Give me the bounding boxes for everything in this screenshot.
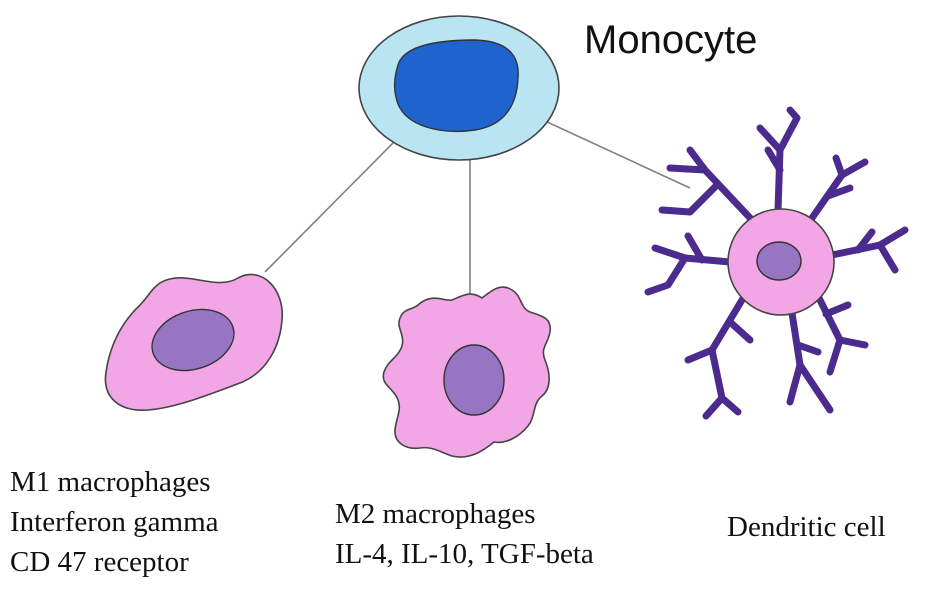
m2-name: M2 macrophages xyxy=(335,498,536,530)
m2-line2: IL-4, IL-10, TGF-beta xyxy=(335,538,594,570)
m1-line2: Interferon gamma xyxy=(10,506,219,538)
m1-macrophage-nucleus xyxy=(151,308,235,372)
connector-monocyte-to-m1 xyxy=(264,142,394,273)
m1-line3: CD 47 receptor xyxy=(10,546,189,578)
connector-monocyte-to-dendritic xyxy=(544,120,691,189)
monocyte-nucleus xyxy=(393,39,519,133)
m2-macrophage-cell xyxy=(382,286,552,458)
monocyte-cell xyxy=(358,15,560,161)
dendrites xyxy=(644,106,909,420)
m2-macrophage-nucleus xyxy=(443,344,505,416)
m2-macrophages-label: M2 macrophages IL-4, IL-10, TGF-beta xyxy=(335,494,594,574)
dendritic-cell-label: Dendritic cell xyxy=(727,511,886,543)
m1-macrophages-label: M1 macrophages Interferon gamma CD 47 re… xyxy=(10,462,219,582)
dendritic-cell-nucleus xyxy=(756,241,802,281)
m1-macrophage-cell xyxy=(104,273,283,411)
monocyte-label: Monocyte xyxy=(584,18,758,62)
dendritic-cell xyxy=(644,106,909,420)
m1-name: M1 macrophages xyxy=(10,466,211,498)
